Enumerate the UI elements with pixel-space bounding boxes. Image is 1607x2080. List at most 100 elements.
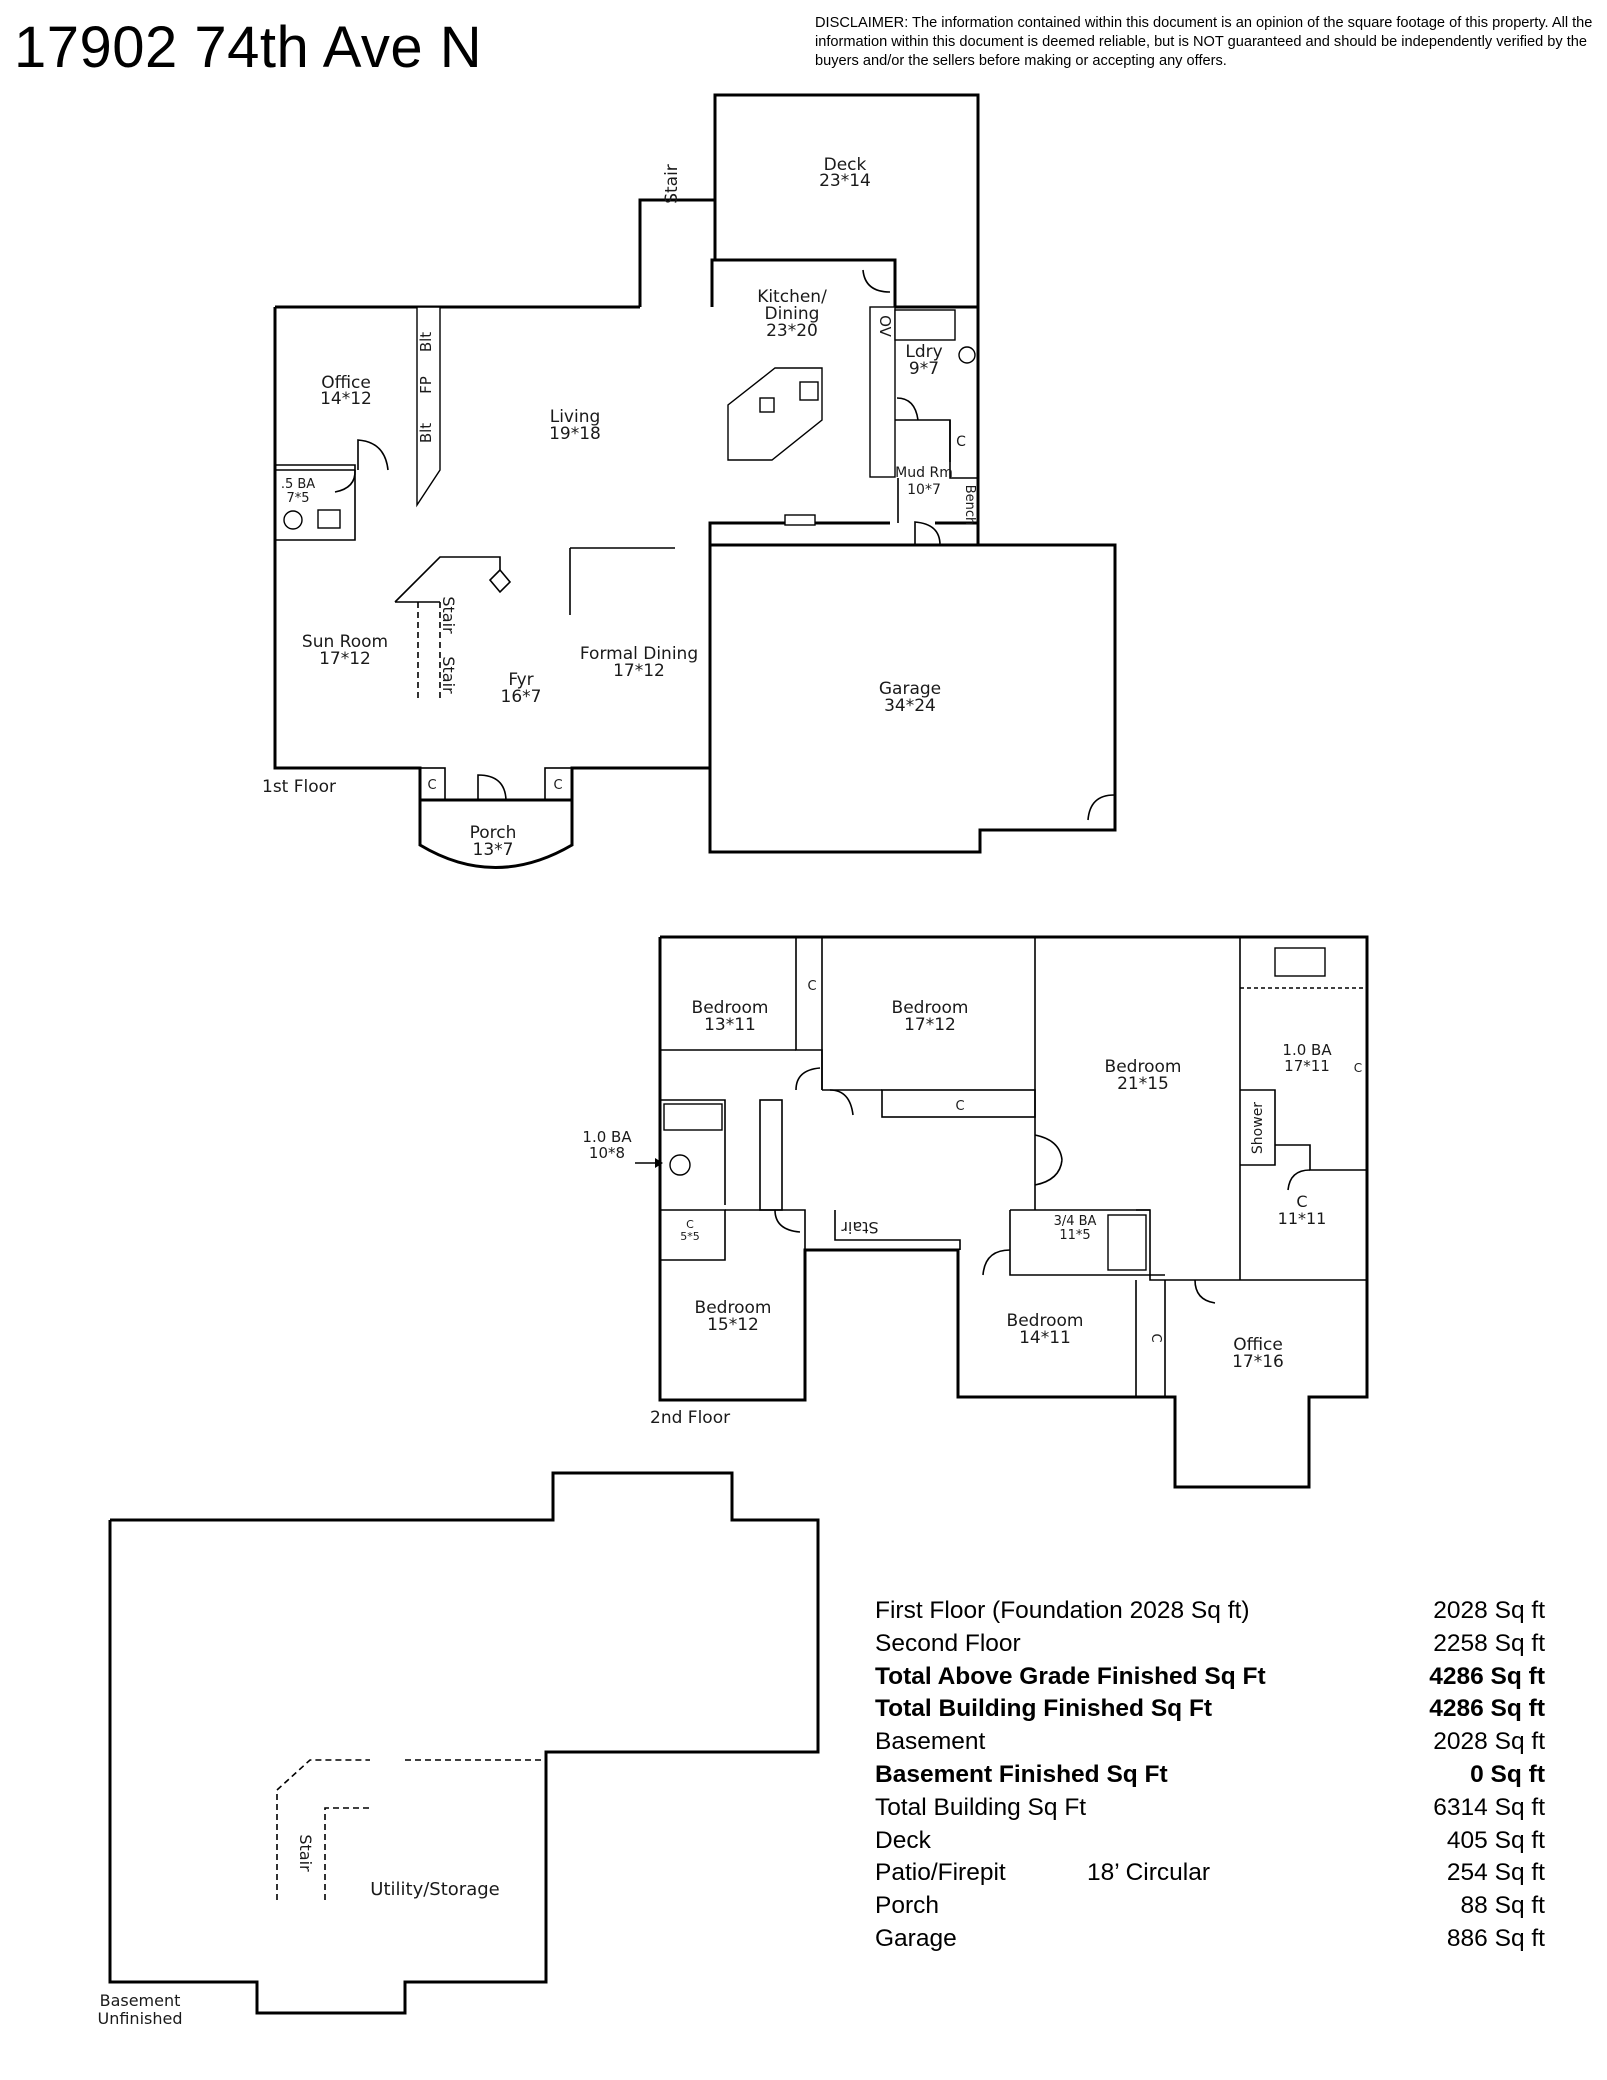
upper-office-dims: 17*16: [1232, 1352, 1284, 1372]
half-bath-dims: 7*5: [286, 491, 309, 506]
bed2-door: [829, 1089, 854, 1116]
vanity-icon: [317, 509, 341, 529]
fireplace-label: FP: [417, 376, 435, 394]
bed5-door: [982, 1249, 1011, 1276]
toilet-icon: [283, 510, 303, 530]
bed5-closet-label: C: [1148, 1333, 1163, 1342]
hall-tub-icon: [663, 1103, 723, 1131]
hall-bath-wall: [660, 1099, 726, 1205]
second-floor-label: 2nd Floor: [650, 1408, 730, 1428]
summary-label: Garage: [875, 1924, 957, 1952]
cooktop-icon: [799, 381, 819, 401]
bath34-bottom-wall: [1009, 1210, 1165, 1276]
summary-label: Total Above Grade Finished Sq Ft: [875, 1662, 1266, 1690]
summary-value: 2028 Sq ft: [1433, 1597, 1545, 1624]
summary-label: Basement: [875, 1728, 986, 1756]
hall-bath-name: 1.0 BA: [582, 1128, 632, 1146]
garage-outline: [708, 543, 1117, 854]
summary-value: 6314 Sq ft: [1433, 1793, 1545, 1821]
stair-label-2: Stair: [439, 656, 458, 694]
bed1-name: Bedroom: [692, 998, 769, 1018]
summary-note: 18’ Circular: [1087, 1859, 1210, 1887]
master-bath-bottom-wall: [1275, 1144, 1367, 1171]
bed4-dims: 15*12: [707, 1315, 759, 1335]
bed3-double-door: [1034, 1134, 1063, 1186]
utility-storage-label: Utility/Storage: [370, 1879, 499, 1900]
deck-name: Deck: [824, 155, 867, 175]
summary-value: 2028 Sq ft: [1433, 1728, 1545, 1756]
deck-stair-label: Stair: [662, 164, 682, 204]
stair-newel: [488, 569, 512, 594]
foyer-closet-right: [544, 767, 573, 801]
bed4-door: [774, 1209, 801, 1233]
master-bath-name: 1.0 BA: [1282, 1041, 1332, 1059]
summary-row: Basement 2028 Sq ft: [875, 1726, 1545, 1759]
bed1-wall: [795, 937, 823, 1090]
deck-stair-outline: [638, 95, 717, 307]
oven-label: OV: [876, 315, 894, 338]
porch-name: Porch: [470, 823, 517, 843]
walkin-closet-dims: 11*11: [1278, 1209, 1327, 1228]
square-footage-summary: First Floor (Foundation 2028 Sq ft)2028 …: [875, 1595, 1545, 1956]
small-closet-dims: 5*5: [680, 1230, 700, 1243]
bed5-name: Bedroom: [1007, 1311, 1084, 1331]
master-tub-icon: [1274, 947, 1326, 977]
laundry-sink-icon: [958, 346, 976, 364]
foyer-closet-left: [419, 767, 446, 801]
half-bath-name: .5 BA: [281, 477, 315, 492]
stair-opening: [834, 1210, 961, 1250]
bed1-closet-label: C: [807, 979, 816, 994]
kitchen-island: [727, 367, 823, 461]
builtin-label-bottom: Blt: [417, 423, 435, 443]
kitchen-bump-wall: [710, 258, 897, 307]
shower-34-icon: [1107, 1214, 1147, 1271]
front-door: [477, 774, 507, 801]
summary-row: Porch 88 Sq ft: [875, 1890, 1545, 1923]
garage-door-swing: [914, 521, 941, 546]
upper-office-name: Office: [1233, 1335, 1283, 1355]
bed2-closet-label: C: [955, 1099, 964, 1114]
upper-stair-label: Stair: [841, 1218, 879, 1237]
bed4-name: Bedroom: [695, 1298, 772, 1318]
office-dims: 14*12: [320, 389, 372, 409]
garage-dims: 34*24: [884, 696, 936, 716]
laundry-door: [896, 397, 919, 421]
half-bath-door: [334, 469, 356, 493]
summary-label: Porch: [875, 1892, 940, 1920]
ldry-name: Ldry: [905, 342, 942, 362]
foyer-dims: 16*7: [501, 687, 542, 707]
summary-value: 254 Sq ft: [1446, 1859, 1545, 1887]
summary-label: Total Building Finished Sq Ft: [875, 1695, 1213, 1723]
small-closet-wall: [660, 1209, 726, 1261]
small-closet-name: C: [686, 1218, 694, 1231]
kitchen-counter: [869, 306, 896, 478]
summary-value: 88 Sq ft: [1460, 1892, 1545, 1920]
garage-name: Garage: [879, 679, 941, 699]
bed4-top-wall: [725, 1209, 806, 1250]
bath34-name: 3/4 BA: [1054, 1214, 1097, 1229]
master-bath-door: [1287, 1169, 1311, 1191]
bed2-closet: [881, 1089, 1036, 1118]
bed2-dims: 17*12: [904, 1015, 956, 1035]
basement-outline: [108, 1471, 820, 2015]
ldry-closet-label: C: [956, 434, 966, 450]
basement-stair-label: Stair: [296, 1834, 315, 1872]
first-floor-label: 1st Floor: [262, 777, 336, 797]
bath34-dims: 11*5: [1059, 1228, 1090, 1243]
stair-label-1: Stair: [439, 596, 458, 634]
mudroom-name: Mud Rm: [895, 465, 953, 481]
bed2-name: Bedroom: [892, 998, 969, 1018]
porch-outline: [418, 800, 574, 869]
garage-rear-wall: [708, 521, 890, 545]
basement-label-2: Unfinished: [98, 2009, 183, 2028]
kitchen-name-1: Kitchen/: [757, 287, 827, 307]
property-address: 17902 74th Ave N: [14, 15, 483, 80]
porch-dims: 13*7: [473, 840, 514, 860]
garage-side-door: [1087, 794, 1115, 821]
